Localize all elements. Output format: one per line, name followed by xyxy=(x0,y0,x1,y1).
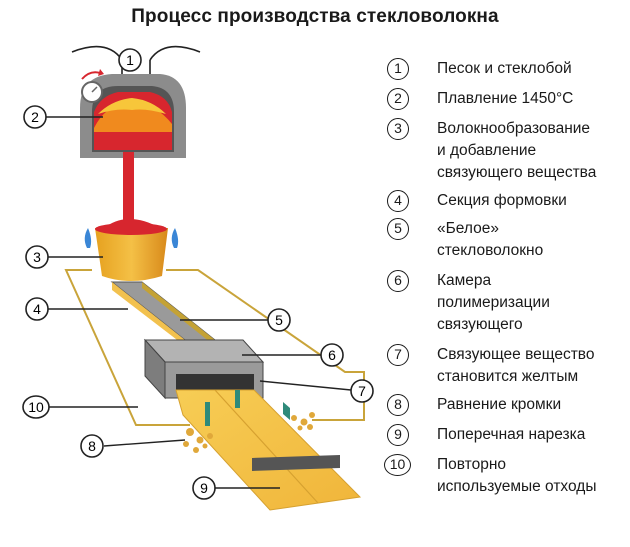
legend-text: Волокнообразование и добавление связующе… xyxy=(437,120,597,181)
legend-number: 3 xyxy=(387,118,409,140)
callout-7: 7 xyxy=(350,379,374,403)
molten-glass-stream xyxy=(123,152,134,222)
legend-text: Равнение кромки xyxy=(437,396,562,413)
legend-text: Связующее вещество становится желтым xyxy=(437,346,595,385)
legend-number: 4 xyxy=(387,190,409,212)
legend-text: «Белое» стекловолокно xyxy=(437,220,544,259)
diagram-title: Процесс производства стекловолокна xyxy=(131,6,499,27)
forming-section xyxy=(110,281,217,346)
callout-10: 10 xyxy=(22,395,50,419)
callout-5: 5 xyxy=(267,308,291,332)
svg-text:7: 7 xyxy=(358,383,366,399)
svg-text:3: 3 xyxy=(33,249,41,265)
temperature-gauge-icon xyxy=(81,69,104,103)
callout-3: 3 xyxy=(25,245,49,269)
svg-text:2: 2 xyxy=(31,109,39,125)
legend-number: 10 xyxy=(384,454,411,476)
legend-text: Плавление 1450°C xyxy=(437,90,574,107)
legend-text: Песок и стеклобой xyxy=(437,60,572,77)
burner-flame-icon xyxy=(84,228,179,248)
curing-chamber xyxy=(143,338,265,400)
svg-text:8: 8 xyxy=(88,438,96,454)
callout-9: 9 xyxy=(192,476,216,500)
svg-text:1: 1 xyxy=(126,52,134,68)
legend-text: Секция формовки xyxy=(437,192,567,209)
svg-text:10: 10 xyxy=(28,399,44,415)
callout-2: 2 xyxy=(23,105,47,129)
edge-trim-scraps xyxy=(183,412,315,453)
legend-number: 9 xyxy=(387,424,409,446)
legend-number: 7 xyxy=(387,344,409,366)
legend-number: 2 xyxy=(387,88,409,110)
callout-4: 4 xyxy=(25,297,49,321)
recycle-loop xyxy=(64,269,365,426)
callout-8: 8 xyxy=(80,434,104,458)
svg-text:9: 9 xyxy=(200,480,208,496)
callout-6: 6 xyxy=(320,343,344,367)
legend-text: Камера полимеризации связующего xyxy=(437,272,550,333)
legend-text: Повторно используемые отходы xyxy=(437,456,597,495)
svg-text:6: 6 xyxy=(328,347,336,363)
legend-text: Поперечная нарезка xyxy=(437,426,586,443)
legend-number: 6 xyxy=(387,270,409,292)
callout-1: 1 xyxy=(118,48,142,72)
product-slab xyxy=(175,389,362,511)
melting-furnace xyxy=(80,74,186,158)
svg-text:5: 5 xyxy=(275,312,283,328)
legend-number: 8 xyxy=(387,394,409,416)
callouts: 1 2 3 4 5 6 7 10 8 9 xyxy=(22,48,374,500)
legend-number: 1 xyxy=(387,58,409,80)
leader-lines xyxy=(46,116,352,489)
legend-number: 5 xyxy=(387,218,409,240)
blade-icon xyxy=(283,402,290,420)
fiberizing-pot xyxy=(95,219,168,281)
svg-text:4: 4 xyxy=(33,301,41,317)
